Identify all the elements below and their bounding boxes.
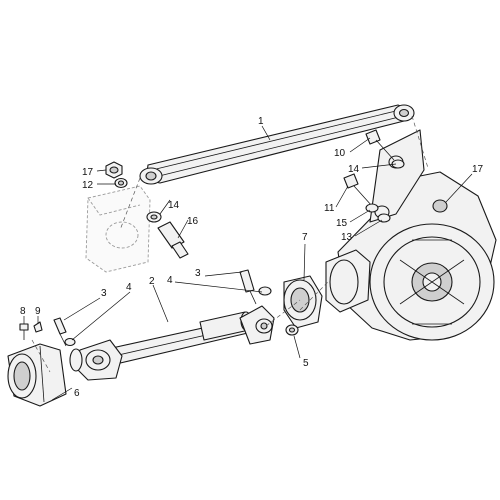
callout-10: 10 (334, 148, 346, 159)
screw-8 (19, 323, 29, 340)
callout-3-left: 3 (101, 288, 107, 299)
washer-14-right (391, 159, 405, 169)
callout-16: 16 (187, 216, 199, 227)
bolt-16 (157, 221, 189, 259)
washer-13 (377, 213, 391, 223)
callout-11: 11 (324, 203, 335, 214)
callout-2: 2 (149, 276, 155, 287)
propeller-shaft (69, 305, 275, 381)
callout-6: 6 (74, 388, 80, 399)
washer-5 (285, 324, 299, 336)
callout-8: 8 (20, 306, 26, 317)
callout-14-right: 14 (348, 164, 360, 175)
callout-3-right: 3 (195, 268, 201, 279)
bolt-3-left (53, 317, 67, 347)
washer-15 (365, 203, 379, 213)
bolt-10 (365, 129, 395, 161)
callout-17-right: 17 (472, 164, 484, 175)
bolt-11 (343, 173, 373, 207)
callout-9: 9 (35, 306, 41, 317)
assembly-axes (31, 115, 429, 373)
bolt-3-right (239, 269, 257, 305)
callout-7: 7 (302, 232, 308, 243)
callout-4-left: 4 (126, 282, 132, 293)
rubber-boot-6 (7, 343, 67, 407)
callout-17-left: 17 (82, 167, 94, 178)
callout-4-right: 4 (167, 275, 173, 286)
final-drive-housing (325, 171, 497, 341)
callout-13: 13 (341, 232, 353, 243)
rear-boot-7 (283, 275, 323, 329)
washer-14-left (146, 211, 162, 223)
washer-4-right (258, 286, 272, 296)
washer-4-left (64, 337, 76, 347)
callout-1: 1 (258, 116, 264, 127)
callout-15: 15 (336, 218, 348, 229)
callout-14-left: 14 (168, 200, 180, 211)
callout-5: 5 (303, 358, 309, 369)
washer-12 (114, 177, 128, 189)
leader-lines (23, 125, 473, 401)
frame-bracket-outline (85, 185, 151, 273)
nut-17-left (105, 161, 123, 179)
callout-12: 12 (82, 180, 94, 191)
reaction-rod (139, 104, 415, 185)
